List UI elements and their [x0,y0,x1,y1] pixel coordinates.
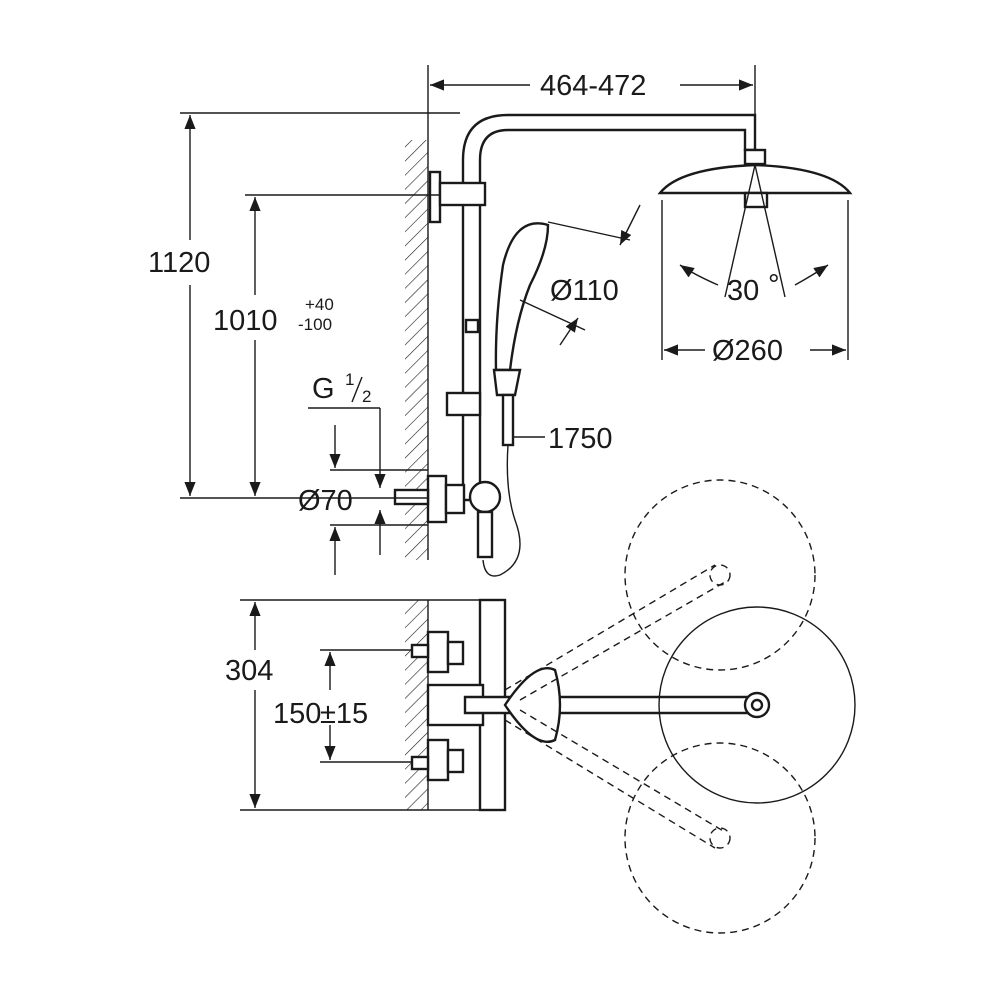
outlet-tol-minus: -100 [298,315,332,334]
hose-length-label: 1750 [548,423,613,455]
centers-tol-label: ±15 [320,698,368,730]
wall-hatch-top [405,600,428,810]
head-shower-top [658,606,856,804]
thread-numerator: 1 [345,370,354,389]
spray-angle-label: 30 [727,275,759,307]
hand-shower-side [445,222,550,577]
outlet-tol-plus: +40 [305,295,334,314]
centers-label: 150 [273,698,321,730]
dimension-lines [180,65,849,811]
head-shower-dia-label: Ø260 [712,335,783,367]
mixer-width-label: 304 [225,655,273,687]
swivel-positions [504,479,816,934]
head-shower-side [657,148,853,298]
escutcheon-dia-label: Ø70 [298,485,353,517]
degree-symbol: ° [768,269,780,301]
arm-reach-label: 464-472 [540,70,646,102]
wall-hatch-side [405,140,428,560]
outlet-height-label: 1010 [213,305,278,337]
arm-top [463,667,771,743]
thermostat-side [393,474,502,559]
thread-denominator: 2 [362,387,371,406]
thread-label: G [312,373,335,405]
total-height-label: 1120 [148,247,210,279]
hand-shower-dia-label: Ø110 [550,275,619,307]
